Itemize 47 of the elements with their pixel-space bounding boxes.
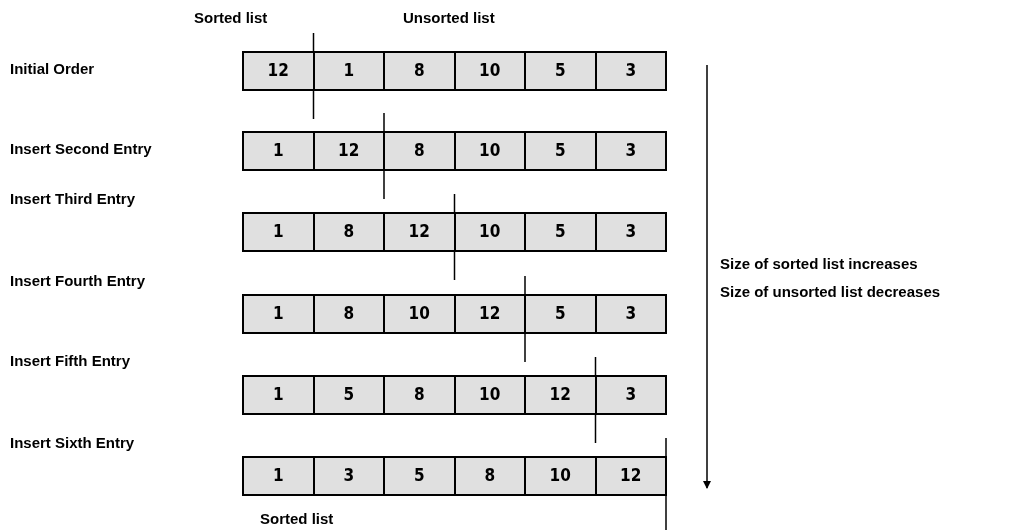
array-cell: 10 [383, 294, 456, 334]
array-cell: 3 [312, 456, 385, 496]
array-cell: 10 [524, 456, 597, 496]
array-cell: 3 [594, 131, 667, 171]
row-label: Insert Second Entry [10, 140, 152, 158]
array-cell: 1 [312, 51, 385, 91]
array-cell: 8 [312, 294, 385, 334]
array-cell: 8 [383, 131, 456, 171]
array-cell: 12 [242, 51, 315, 91]
row-label: Insert Third Entry [10, 190, 136, 208]
array-cell: 5 [524, 51, 597, 91]
array-cell: 5 [524, 212, 597, 252]
array-cell: 1 [242, 212, 315, 252]
row-label: Insert Fourth Entry [10, 272, 145, 290]
array-cell: 12 [383, 212, 456, 252]
array-cell: 8 [312, 212, 385, 252]
caption-text: Unsorted list [403, 9, 495, 27]
array-cell: 3 [594, 375, 667, 415]
array-cell: 1 [242, 131, 315, 171]
array-cell: 5 [312, 375, 385, 415]
array-cell: 3 [594, 294, 667, 334]
caption-text: Size of unsorted list decreases [720, 283, 941, 301]
array-cell: 8 [453, 456, 526, 496]
array-cell: 8 [383, 375, 456, 415]
array-cell: 12 [453, 294, 526, 334]
array-cell: 1 [242, 294, 315, 334]
row-label: Insert Fifth Entry [10, 352, 130, 370]
row-label: Initial Order [10, 60, 95, 78]
array-cell: 1 [242, 375, 315, 415]
array-cell: 8 [383, 51, 456, 91]
array-cell: 10 [453, 51, 526, 91]
array-cell: 10 [453, 131, 526, 171]
row-label: Insert Sixth Entry [10, 434, 135, 452]
array-cell: 12 [524, 375, 597, 415]
caption-text: Sorted list [260, 510, 334, 528]
array-cell: 3 [594, 212, 667, 252]
caption-text: Size of sorted list increases [720, 255, 918, 273]
caption-text: Sorted list [194, 9, 268, 27]
array-cell: 12 [594, 456, 667, 496]
array-cell: 10 [453, 375, 526, 415]
array-cell: 5 [383, 456, 456, 496]
array-cell: 5 [524, 294, 597, 334]
array-cell: 3 [594, 51, 667, 91]
array-cell: 10 [453, 212, 526, 252]
array-cell: 5 [524, 131, 597, 171]
array-cell: 12 [312, 131, 385, 171]
array-cell: 1 [242, 456, 315, 496]
